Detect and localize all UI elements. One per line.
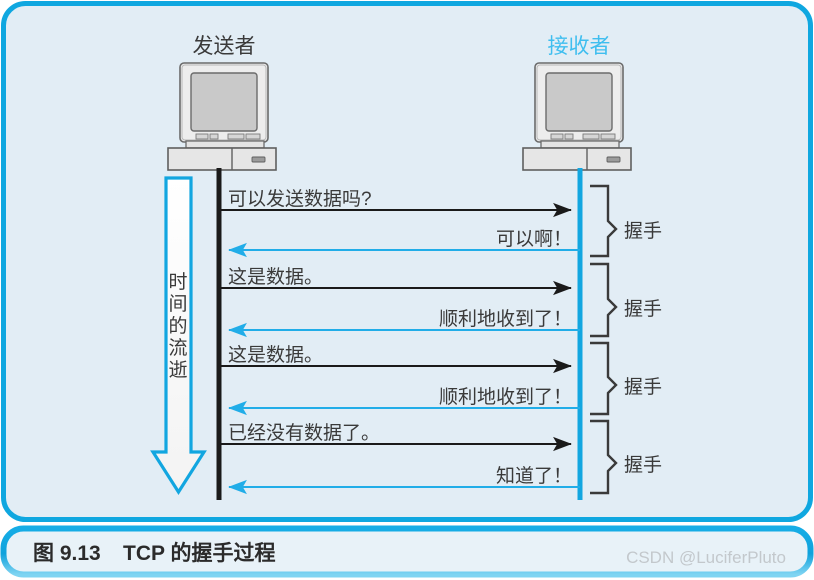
time-flow-arrow bbox=[150, 176, 207, 495]
response-label-2: 顺利地收到了！ bbox=[439, 308, 572, 330]
request-label-3: 这是数据。 bbox=[228, 344, 323, 366]
time-flow-char-1: 间 bbox=[168, 293, 187, 315]
request-label-1: 可以发送数据吗? bbox=[228, 188, 372, 210]
brace-label-1: 握手 bbox=[624, 220, 662, 242]
figure-frame bbox=[1, 1, 813, 522]
watermark: CSDN @LuciferPluto bbox=[626, 548, 786, 567]
response-label-4: 知道了！ bbox=[496, 465, 572, 487]
brace-1 bbox=[590, 184, 618, 258]
caption-number: 图 9.13 bbox=[33, 542, 101, 565]
receiver-computer-icon bbox=[522, 62, 632, 171]
brace-2 bbox=[590, 262, 618, 338]
time-flow-char-0: 时 bbox=[168, 271, 187, 293]
brace-label-2: 握手 bbox=[624, 298, 662, 320]
brace-label-3: 握手 bbox=[624, 376, 662, 398]
caption-title: TCP 的握手过程 bbox=[123, 541, 275, 565]
response-label-1: 可以啊！ bbox=[496, 228, 572, 250]
request-label-4: 已经没有数据了。 bbox=[228, 422, 380, 444]
caption-bar bbox=[0, 525, 814, 578]
request-label-2: 这是数据。 bbox=[228, 266, 323, 288]
brace-3 bbox=[590, 341, 618, 416]
sender-label: 发送者 bbox=[193, 35, 256, 58]
brace-4 bbox=[590, 419, 618, 495]
response-label-3: 顺利地收到了！ bbox=[439, 386, 572, 408]
time-flow-char-2: 的 bbox=[168, 315, 187, 337]
sender-computer-icon bbox=[167, 62, 277, 171]
receiver-label: 接收者 bbox=[548, 35, 611, 58]
time-flow-char-3: 流 bbox=[168, 337, 187, 359]
time-flow-label: 时 间 的 流 逝 bbox=[168, 271, 187, 381]
brace-label-4: 握手 bbox=[624, 454, 662, 476]
time-flow-char-4: 逝 bbox=[168, 359, 187, 381]
